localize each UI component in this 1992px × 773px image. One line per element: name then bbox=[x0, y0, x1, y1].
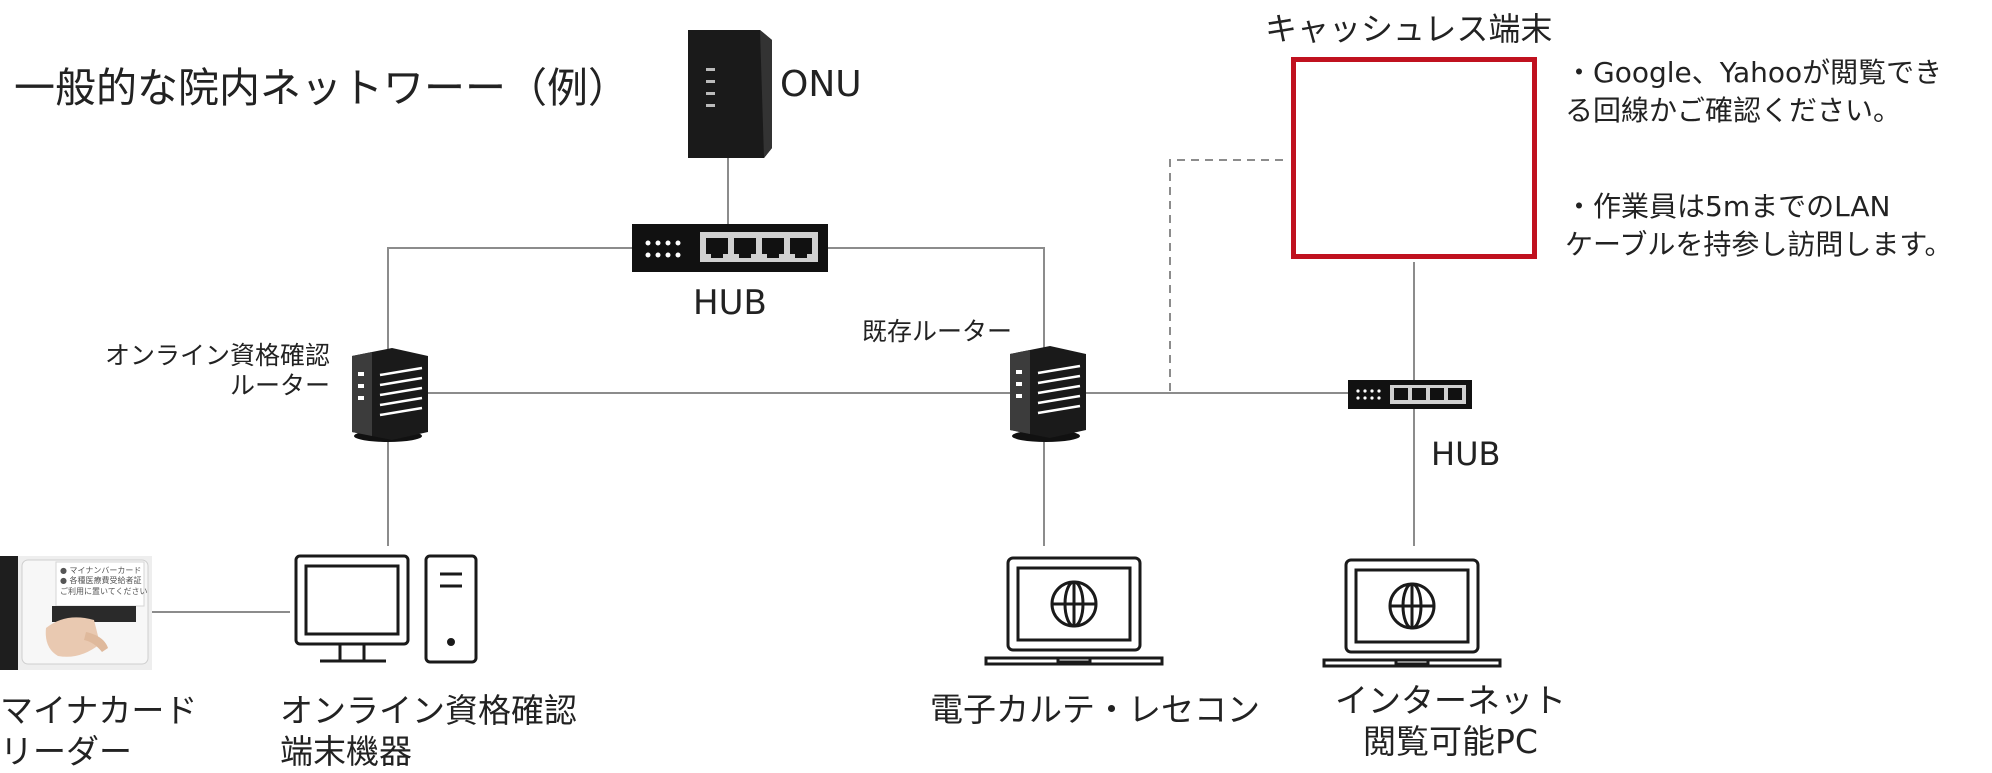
online-router-label-line1: オンライン資格確認 bbox=[104, 341, 330, 370]
sub-hub-label: HUB bbox=[1431, 435, 1501, 473]
card-reader-screen-line2: ● 各種医療費受給者証 bbox=[60, 576, 142, 586]
line-wireless-dashed bbox=[1169, 159, 1286, 391]
internet-pc-label-line2: 閲覧可能PC bbox=[1363, 722, 1538, 762]
globe-icon bbox=[1050, 580, 1098, 628]
online-pc-label-line1: オンライン資格確認 bbox=[280, 691, 577, 730]
connection-lines bbox=[150, 158, 1415, 613]
card-reader-label: マイナカード リーダー bbox=[0, 690, 197, 773]
desktop-pc-icon bbox=[294, 554, 478, 664]
note-lan-cable: ・作業員は5mまでのLAN ケーブルを持参し訪問します。 bbox=[1565, 188, 1953, 264]
note-2-line-2: ケーブルを持参し訪問します。 bbox=[1565, 227, 1953, 261]
note-1-line-1: ・Google、Yahooが閲覧でき bbox=[1565, 56, 1943, 89]
onu-label: ONU bbox=[780, 64, 862, 105]
internet-pc-label-line1: インターネット bbox=[1335, 681, 1566, 720]
cashless-highlight-box bbox=[1291, 57, 1537, 259]
hub-icon bbox=[1348, 380, 1472, 409]
diagram-title: 一般的な院内ネットワーー（例） bbox=[14, 64, 629, 112]
line-hub-existing-router bbox=[828, 247, 1045, 350]
line-hub-online-router bbox=[387, 247, 632, 352]
existing-router-label: 既存ルーター bbox=[862, 317, 1013, 346]
note-2-line-1: ・作業員は5mまでのLAN bbox=[1565, 190, 1891, 223]
card-reader-screen-line1: ● マイナンバーカード bbox=[60, 566, 142, 575]
router-icon bbox=[352, 348, 428, 442]
card-reader-icon bbox=[0, 556, 152, 670]
globe-icon bbox=[1388, 582, 1436, 630]
card-reader-screen-text: ● マイナンバーカード ● 各種医療費受給者証 ご利用に置いてください bbox=[60, 566, 148, 597]
online-router-label-line2: ルーター bbox=[229, 371, 330, 400]
card-reader-label-line1: マイナカード bbox=[0, 691, 198, 730]
note-line-check: ・Google、Yahooが閲覧でき る回線かご確認ください。 bbox=[1565, 54, 1942, 130]
card-reader-label-line2: リーダー bbox=[0, 732, 132, 772]
hub-icon bbox=[632, 224, 828, 272]
emr-label: 電子カルテ・レセコン bbox=[930, 690, 1260, 729]
online-pc-label-line2: 端末機器 bbox=[280, 732, 412, 772]
laptop-icon bbox=[984, 556, 1164, 666]
laptop-icon bbox=[1322, 558, 1502, 668]
cashless-terminal-label: キャッシュレス端末 bbox=[1265, 10, 1553, 48]
router-icon bbox=[1010, 346, 1086, 442]
main-hub-label: HUB bbox=[693, 283, 767, 323]
note-1-line-2: る回線かご確認ください。 bbox=[1565, 93, 1902, 127]
onu-icon bbox=[688, 30, 772, 158]
internet-pc-label: インターネット 閲覧可能PC bbox=[1335, 680, 1566, 763]
online-router-label: オンライン資格確認 ルーター bbox=[100, 341, 330, 401]
card-reader-screen-line3: ご利用に置いてください bbox=[60, 586, 148, 596]
online-pc-label: オンライン資格確認 端末機器 bbox=[280, 690, 577, 773]
